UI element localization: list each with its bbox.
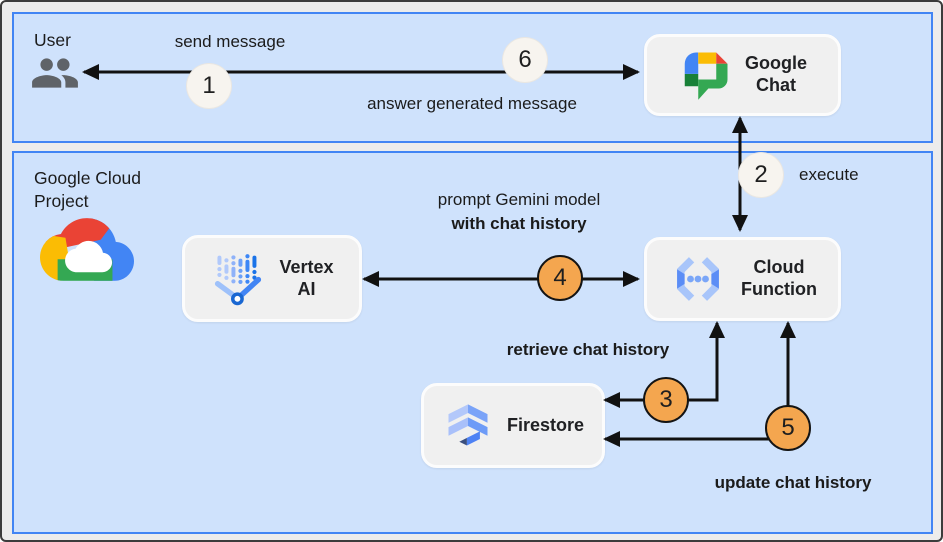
step-badge-5: 5 — [765, 405, 811, 451]
step-number: 6 — [518, 46, 532, 73]
step-number: 1 — [202, 72, 216, 99]
firestore-icon — [448, 403, 488, 445]
user-zone: User Google Chat — [12, 12, 933, 143]
node-vertex-ai: Vertex AI — [182, 235, 362, 322]
google-chat-icon — [684, 52, 728, 100]
step-number: 2 — [754, 161, 768, 188]
node-firestore-label: Firestore — [506, 414, 585, 435]
user-zone-label: User — [34, 30, 71, 50]
google-cloud-zone-label: Google Cloud Project — [34, 168, 142, 212]
users-icon — [32, 58, 78, 88]
node-cloud-function: Cloud Function — [644, 237, 841, 321]
node-cloud-function-label: Cloud Function — [741, 257, 817, 299]
step-number: 3 — [659, 386, 673, 413]
node-vertex-ai-label: Vertex AI — [279, 256, 334, 299]
label-execute: execute — [799, 165, 859, 184]
vertex-ai-icon — [215, 253, 262, 305]
step-badge-3: 3 — [643, 377, 689, 423]
step-badge-6: 6 — [502, 37, 548, 83]
label-update-history: update chat history — [714, 473, 872, 492]
label-retrieve-history: retrieve chat history — [506, 340, 670, 359]
label-prompt-line1: prompt Gemini model — [437, 190, 601, 209]
step-number: 4 — [553, 264, 567, 291]
label-prompt-line2: with chat history — [451, 214, 587, 233]
node-firestore: Firestore — [421, 383, 605, 468]
step-badge-1: 1 — [186, 63, 232, 109]
step-badge-2: 2 — [738, 152, 784, 198]
cloud-function-icon — [677, 257, 719, 301]
label-answer-generated: answer generated message — [367, 94, 577, 113]
node-google-chat: Google Chat — [644, 34, 841, 116]
google-cloud-icon — [40, 218, 134, 281]
step-number: 5 — [781, 414, 795, 441]
label-prompt-gemini: prompt Gemini model with chat history — [438, 188, 601, 236]
node-google-chat-label: Google Chat — [745, 53, 807, 95]
step-badge-4: 4 — [537, 255, 583, 301]
label-send-message: send message — [174, 32, 286, 51]
